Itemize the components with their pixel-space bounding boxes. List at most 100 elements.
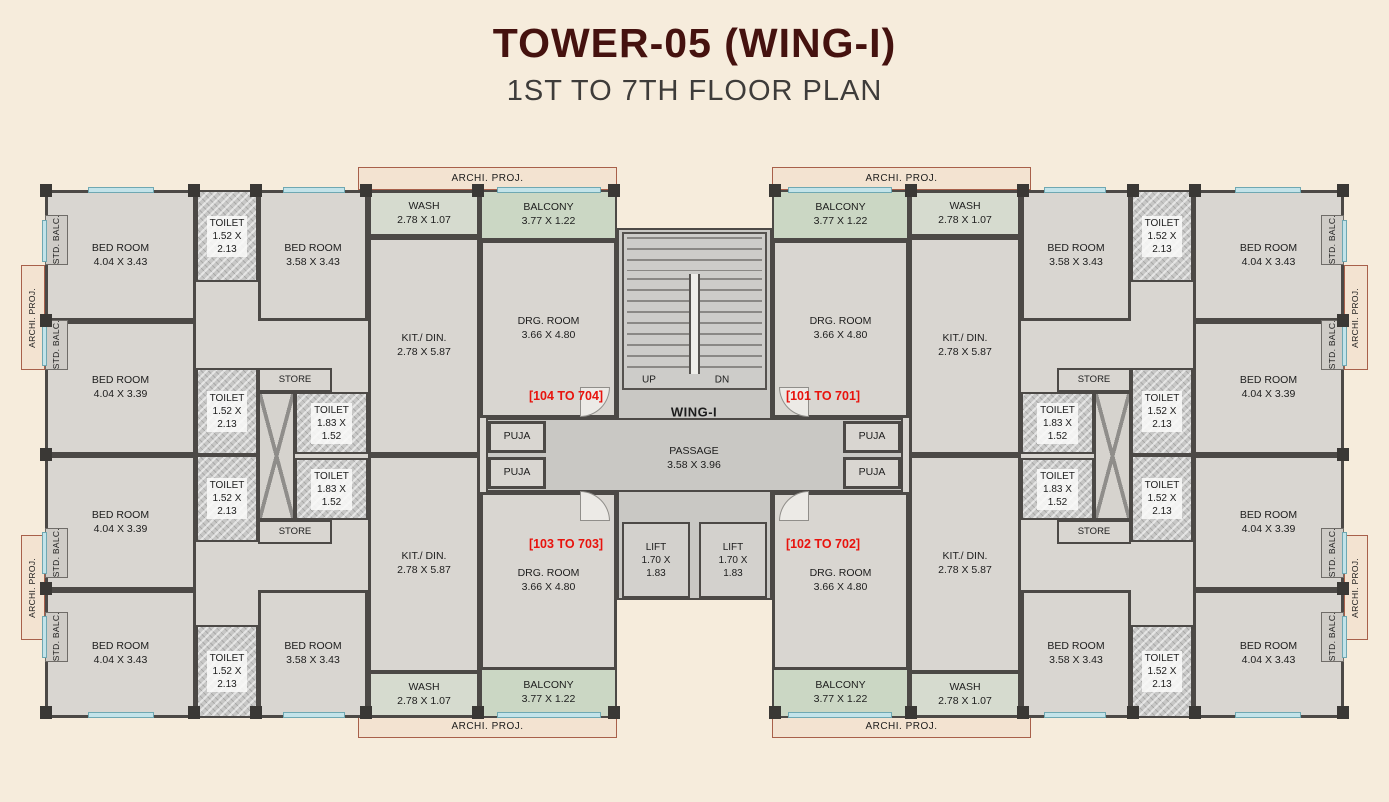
room-label: TOILET 1.83 X 1.52 (311, 402, 352, 444)
toilet2-left-top: TOILET 1.83 X 1.52 (295, 392, 368, 454)
stair-flight-down (700, 278, 762, 370)
column (188, 184, 200, 197)
stair-flight-up (627, 278, 689, 370)
room-label: TOILET 1.83 X 1.52 (1037, 402, 1078, 444)
std-balc-strip-right-3: STD. BALC. (1321, 528, 1344, 578)
passage-label: PASSAGE 3.58 X 3.96 (667, 444, 721, 471)
archi-proj-label: ARCHI. PROJ. (865, 173, 938, 184)
column (1127, 184, 1139, 197)
room-label: BALCONY 3.77 X 1.22 (521, 679, 576, 705)
room-label: TOILET 1.52 X 2.13 (1141, 391, 1183, 432)
room-label: TOILET 1.52 X 2.13 (1141, 215, 1183, 257)
column (40, 582, 52, 595)
room-label: TOILET 1.52 X 2.13 (206, 391, 248, 432)
puja-right-bottom: PUJA (843, 457, 901, 489)
room-label: KIT./ DIN. 2.78 X 5.87 (397, 550, 451, 576)
bedroom-bottom-left-outer: BED ROOM 4.04 X 3.43 (45, 590, 196, 718)
room-label: LIFT 1.70 X 1.83 (641, 541, 671, 579)
store-left-bottom: STORE (258, 520, 332, 544)
room-label: BED ROOM 4.04 X 3.39 (91, 508, 150, 535)
room-label: DRG. ROOM 3.66 X 4.80 (517, 315, 580, 341)
bedroom-top-left-inner: BED ROOM 3.58 X 3.43 (258, 190, 368, 321)
column (250, 706, 262, 719)
room-label: PUJA (503, 430, 531, 443)
column (40, 706, 52, 719)
room-label: LIFT 1.70 X 1.83 (718, 541, 748, 579)
plan-subtitle: 1ST TO 7TH FLOOR PLAN (506, 75, 883, 107)
window (42, 532, 47, 574)
window (88, 187, 154, 193)
column (608, 184, 620, 197)
toilet-mid-right-top: TOILET 1.52 X 2.13 (1131, 368, 1193, 455)
window (283, 712, 345, 718)
column (1337, 314, 1349, 327)
room-label: STORE (278, 373, 312, 385)
toilet2-left-bottom: TOILET 1.83 X 1.52 (295, 458, 368, 520)
archi-proj-strip-top-left: ARCHI. PROJ. (358, 167, 617, 190)
room-label: KIT./ DIN. 2.78 X 5.87 (938, 550, 992, 576)
kitchen-dining-top-left: KIT./ DIN. 2.78 X 5.87 (368, 237, 480, 455)
toilet-bottom-left: TOILET 1.52 X 2.13 (196, 625, 258, 718)
room-label: PUJA (503, 466, 531, 479)
room-label: BALCONY 3.77 X 1.22 (813, 679, 868, 705)
wash-bottom-left: WASH 2.78 X 1.07 (368, 671, 480, 718)
lift-right: LIFT 1.70 X 1.83 (699, 522, 767, 598)
bedroom-bottom-right-inner: BED ROOM 3.58 X 3.43 (1021, 590, 1131, 718)
std-balc-label: STD. BALC. (1326, 215, 1337, 265)
window (788, 187, 892, 193)
window (283, 187, 345, 193)
column (769, 184, 781, 197)
column (360, 706, 372, 719)
bedroom-top-right-inner: BED ROOM 3.58 X 3.43 (1021, 190, 1131, 321)
wash-bottom-right: WASH 2.78 X 1.07 (909, 671, 1021, 718)
room-label: TOILET 1.83 X 1.52 (311, 468, 352, 510)
column (250, 184, 262, 197)
bedroom-mid-left-bottom: BED ROOM 4.04 X 3.39 (45, 455, 196, 590)
std-balc-strip-left-4: STD. BALC. (45, 612, 68, 662)
window (1044, 712, 1106, 718)
room-label: BED ROOM 4.04 X 3.43 (91, 640, 150, 666)
room-label: BALCONY 3.77 X 1.22 (813, 201, 868, 227)
puja-right-top: PUJA (843, 421, 901, 453)
toilet2-right-top: TOILET 1.83 X 1.52 (1021, 392, 1094, 454)
room-label: STORE (1077, 373, 1111, 385)
archi-proj-label: ARCHI. PROJ. (865, 721, 938, 732)
column (608, 706, 620, 719)
bedroom-top-right-outer: BED ROOM 4.04 X 3.43 (1193, 190, 1344, 321)
bedroom-mid-right-bottom: BED ROOM 4.04 X 3.39 (1193, 455, 1344, 590)
wash-top-left: WASH 2.78 X 1.07 (368, 190, 480, 237)
toilet-mid-right-bottom: TOILET 1.52 X 2.13 (1131, 455, 1193, 542)
window (88, 712, 154, 718)
room-label: BED ROOM 4.04 X 3.39 (1239, 374, 1298, 400)
bedroom-mid-right-top: BED ROOM 4.04 X 3.39 (1193, 321, 1344, 455)
room-label: KIT./ DIN. 2.78 X 5.87 (938, 332, 992, 358)
room-label: BED ROOM 4.04 X 3.43 (91, 241, 150, 268)
room-label: BED ROOM 3.58 X 3.43 (284, 241, 342, 268)
column (1017, 184, 1029, 197)
column (1337, 184, 1349, 197)
bedroom-mid-left-top: BED ROOM 4.04 X 3.39 (45, 321, 196, 455)
room-label: STORE (1077, 525, 1111, 537)
unit-label-103-703: [103 TO 703] (528, 537, 604, 551)
archi-proj-label: ARCHI. PROJ. (451, 173, 524, 184)
room-label: TOILET 1.52 X 2.13 (1141, 478, 1183, 519)
toilet-top-left: TOILET 1.52 X 2.13 (196, 190, 258, 282)
room-label: BED ROOM 4.04 X 3.43 (1239, 640, 1298, 666)
std-balc-label: STD. BALC. (50, 612, 61, 662)
std-balc-label: STD. BALC. (1326, 320, 1337, 370)
room-label: BED ROOM 4.04 X 3.43 (1239, 241, 1298, 268)
column (188, 706, 200, 719)
std-balc-strip-left-1: STD. BALC. (45, 215, 68, 265)
archi-proj-label: ARCHI. PROJ. (1350, 557, 1361, 618)
std-balc-strip-left-3: STD. BALC. (45, 528, 68, 578)
column (1337, 448, 1349, 461)
column (40, 314, 52, 327)
window (1235, 187, 1301, 193)
puja-left-bottom: PUJA (488, 457, 546, 489)
wing-label: WING-I (670, 404, 718, 420)
bedroom-bottom-left-inner: BED ROOM 3.58 X 3.43 (258, 590, 368, 718)
window (42, 324, 47, 366)
std-balc-label: STD. BALC. (50, 320, 61, 370)
room-label: DRG. ROOM 3.66 X 4.80 (809, 315, 872, 341)
